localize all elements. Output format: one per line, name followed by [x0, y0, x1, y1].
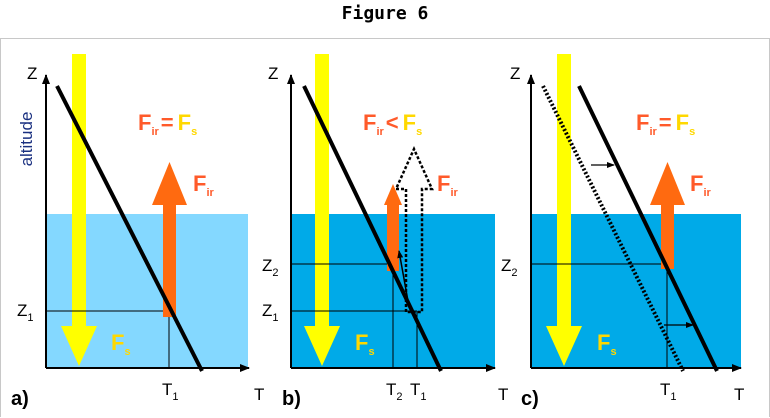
z1-label: Z1 — [262, 301, 279, 324]
figure-frame: Z T altitude Fir=Fs Fir Fs Z1 T1 a) Z T — [0, 38, 770, 417]
shortwave-arrowhead — [61, 326, 97, 366]
temperature-profile — [55, 85, 204, 372]
ir-shaft — [661, 205, 674, 269]
temperature-profile — [302, 85, 443, 372]
figure-diagram: Z T altitude Fir=Fs Fir Fs Z1 T1 a) Z T — [11, 54, 744, 410]
original-temperature-profile — [541, 85, 685, 372]
panel-c: Z T Fir=Fs Fir Fs Z2 T1 c) — [501, 54, 744, 410]
flux-balance-equation: Fir=Fs — [636, 110, 695, 138]
shortwave-shaft — [315, 54, 329, 326]
flux-balance-equation: Fir=Fs — [138, 110, 197, 138]
ir-arrowhead — [650, 162, 685, 205]
fir-label: Fir — [690, 171, 712, 199]
panel-letter: b) — [282, 388, 301, 410]
axis-z-label: Z — [27, 64, 37, 83]
shortwave-arrowhead — [546, 326, 582, 366]
t1-label: T1 — [410, 380, 427, 403]
t2-label: T2 — [386, 380, 403, 403]
panel-letter: c) — [521, 388, 539, 410]
temperature-profile — [577, 85, 719, 372]
panel-a: Z T altitude Fir=Fs Fir Fs Z1 T1 a) — [11, 54, 264, 410]
figure-title: Figure 6 — [341, 3, 429, 24]
fs-label: Fs — [111, 330, 131, 358]
z2-label: Z2 — [262, 256, 279, 279]
axis-t-label: T — [498, 385, 508, 404]
shift-arrow — [397, 250, 409, 302]
y-axis-word: altitude — [17, 112, 36, 167]
fs-label: Fs — [597, 330, 617, 358]
ir-shaft — [387, 205, 399, 271]
t1-label: T1 — [660, 380, 677, 403]
axis-z-label: Z — [510, 64, 520, 83]
flux-balance-equation: Fir<Fs — [363, 110, 422, 138]
axis-z-label: Z — [268, 64, 278, 83]
z1-label: Z1 — [17, 301, 34, 324]
ir-arrowhead — [152, 162, 187, 205]
shortwave-shaft — [557, 54, 571, 326]
fir-label: Fir — [437, 171, 459, 199]
ir-shaft — [163, 205, 176, 317]
shortwave-arrowhead — [304, 326, 340, 366]
fir-label: Fir — [193, 171, 215, 199]
panel-letter: a) — [11, 388, 29, 410]
axis-t-label: T — [734, 385, 744, 404]
ir-arrowhead — [384, 184, 402, 205]
fs-label: Fs — [355, 330, 375, 358]
t1-label: T1 — [162, 380, 179, 403]
shortwave-shaft — [72, 54, 86, 326]
axis-t-label: T — [254, 385, 264, 404]
z2-label: Z2 — [501, 256, 518, 279]
panel-b: Z T Fir<Fs Fir Fs Z2 Z1 T2 T1 b) — [262, 54, 508, 410]
